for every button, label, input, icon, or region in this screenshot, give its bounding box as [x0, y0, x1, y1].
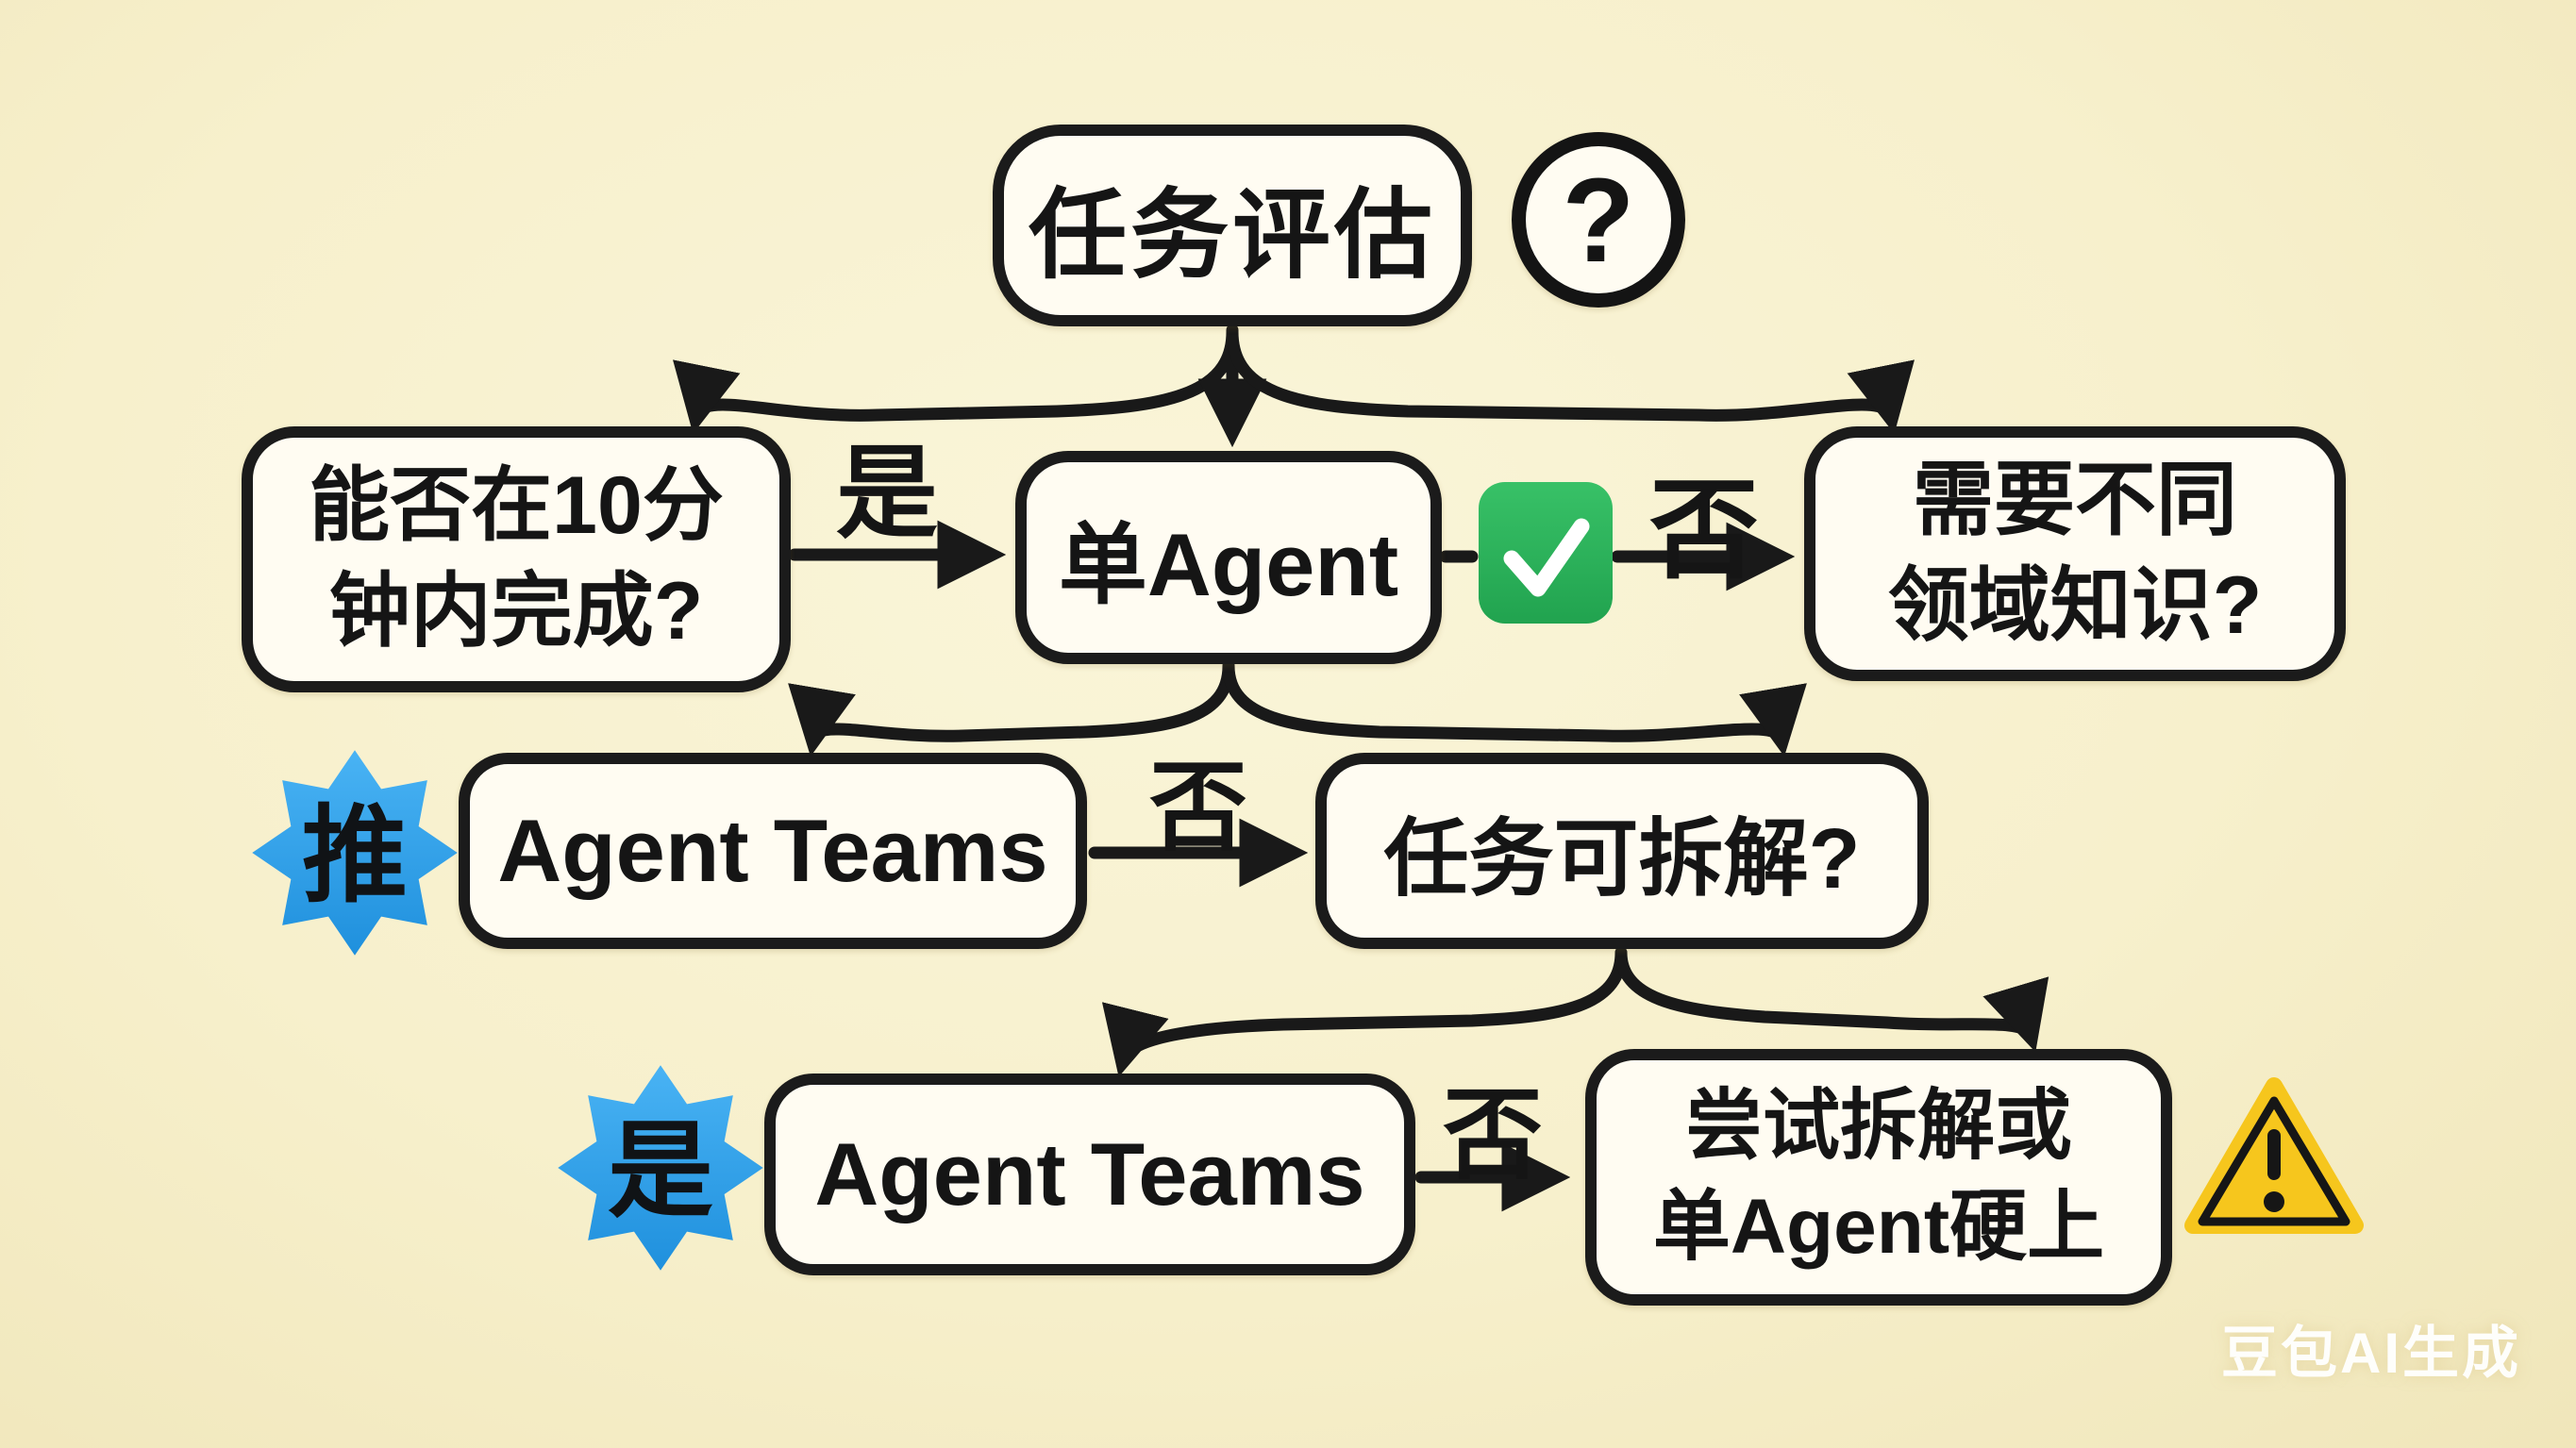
node-task-evaluation-label: 任务评估 [1028, 180, 1436, 291]
check-icon [1476, 479, 1615, 626]
node-agent-teams-2: Agent Teams [764, 1074, 1415, 1275]
edge-label-no-1: 否 [1649, 469, 1759, 591]
node-finish-in-10min-line2: 钟内完成? [328, 566, 704, 657]
node-single-agent: 单Agent [1015, 451, 1442, 664]
question-icon: ? [1512, 132, 1685, 308]
node-try-decompose-line1: 尝试拆解或 [1684, 1083, 2072, 1170]
recommend-star-icon: 推 [246, 744, 463, 961]
recommend-star-label: 推 [302, 796, 408, 915]
node-domain-knowledge-line1: 需要不同 [1912, 455, 2237, 546]
watermark: 豆包AI生成 [2221, 1322, 2521, 1385]
edge-label-no-3: 否 [1443, 1080, 1543, 1191]
node-finish-in-10min: 能否在10分 钟内完成? [242, 426, 791, 692]
edge-label-yes-1: 是 [835, 436, 939, 550]
node-try-decompose: 尝试拆解或 单Agent硬上 [1585, 1049, 2172, 1306]
edge-top-to-domain [1226, 325, 1915, 434]
edge-decompose-to-teams2 [1102, 946, 1628, 1077]
node-single-agent-label: 单Agent [1058, 515, 1399, 614]
edge-top-to-quick [673, 325, 1239, 434]
node-domain-knowledge: 需要不同 领域知识? [1804, 426, 2346, 681]
yes-star-icon: 是 [552, 1059, 769, 1276]
node-try-decompose-line2: 单Agent硬上 [1652, 1184, 2105, 1270]
node-task-decomposable-label: 任务可拆解? [1383, 812, 1861, 907]
warning-icon [2180, 1071, 2368, 1246]
yes-star-label: 是 [608, 1111, 713, 1230]
node-agent-teams-1: Agent Teams [459, 753, 1087, 949]
edge-decompose-to-tryhard [1614, 946, 2049, 1053]
edge-label-no-2: 否 [1148, 753, 1248, 863]
node-finish-in-10min-line1: 能否在10分 [309, 460, 724, 552]
node-domain-knowledge-line2: 领域知识? [1887, 560, 2263, 651]
node-agent-teams-1-label: Agent Teams [497, 801, 1048, 900]
node-agent-teams-2-label: Agent Teams [814, 1124, 1365, 1223]
node-task-evaluation: 任务评估 [993, 125, 1472, 326]
edge-single-to-decompose [1222, 659, 1807, 757]
node-task-decomposable: 任务可拆解? [1315, 753, 1929, 949]
